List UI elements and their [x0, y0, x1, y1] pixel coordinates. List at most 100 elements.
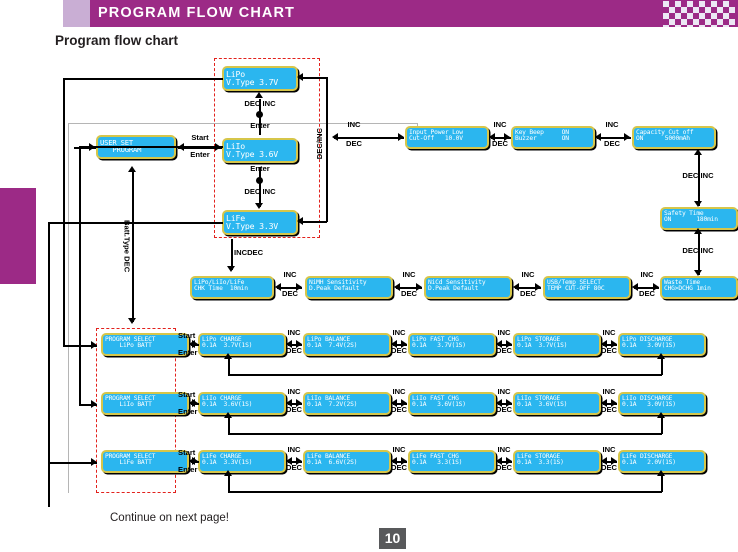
label-dec-life-charge: DEC: [285, 463, 303, 472]
node-line1: NiCd Sensitivity: [428, 279, 486, 286]
node-line2: LiIo BATT: [105, 401, 152, 409]
node-line2: ON 5000mAh: [636, 135, 690, 143]
node-line2: 0.1A 7.2V(2S): [307, 401, 358, 409]
arrow-left-nicd: [513, 283, 519, 291]
node-nimh-sensitivity[interactable]: NiMH Sensitivity D.Peak Default: [305, 276, 393, 299]
arrow-up-lipo-wrap-left: [224, 353, 232, 359]
node-lipo-charge[interactable]: LiPo CHARGE 0.1A 3.7V(1S): [198, 333, 286, 356]
label-dec-nimh: DEC: [400, 289, 418, 298]
node-lipo-fast-chg[interactable]: LiPo FAST CHG 0.1A 3.7V(1S): [408, 333, 496, 356]
arrow-up-life-wrap-left: [224, 470, 232, 476]
node-line1: LiFe DISCHARGE: [622, 453, 673, 460]
label-inc-keybeep: INC: [605, 120, 619, 129]
conn-type-loop-top: [300, 77, 327, 79]
node-line2: Buzzer ON: [515, 135, 569, 143]
node-line1: LiPo DISCHARGE: [622, 336, 673, 343]
node-chk-time[interactable]: LiPo/LiIo/LiFe CHK Time 10min: [190, 276, 274, 299]
arrow-left-liio-storage: [601, 399, 607, 407]
label-enter-userset: Enter: [190, 150, 210, 159]
life-wrap-bottom: [228, 491, 662, 493]
node-capacity-cutoff[interactable]: Capacity Cut off ON 5000mAh: [632, 126, 716, 149]
arrow-up-life-wrap-right: [657, 470, 665, 476]
conn-liio-balance-fast: [393, 403, 407, 405]
node-liio-balance[interactable]: LiIo BALANCE 0.1A 7.2V(2S): [303, 392, 391, 415]
node-life-balance[interactable]: LiFe BALANCE 0.1A 6.6V(2S): [303, 450, 391, 473]
conn-nicd-usbtemp: [515, 287, 541, 289]
label-dec-chktime: DEC: [281, 289, 299, 298]
node-liio-fast-chg[interactable]: LiIo FAST CHG 0.1A 3.6V(1S): [408, 392, 496, 415]
conn-life-storage-discharge: [603, 461, 617, 463]
arrow-up-lipo: [255, 92, 263, 98]
node-lipo-type[interactable]: LiPo V.Type 3.7V: [222, 66, 298, 91]
lipo-wrap-bottom: [228, 374, 662, 376]
node-line2: LiFe BATT: [105, 459, 152, 467]
node-safety-time[interactable]: Safety Time ON 180min: [660, 207, 738, 230]
life-wrap-left-vert: [228, 475, 230, 492]
label-enter-liio-row: Enter: [178, 407, 198, 416]
node-waste-time-right[interactable]: Waste Time CHG>DCHG 1min: [660, 276, 738, 299]
arrow-left-lipo-charge: [286, 340, 292, 348]
conn-liio-charge-balance: [288, 403, 302, 405]
arrow-left-life-charge: [286, 457, 292, 465]
arrow-left-lipo-balance: [391, 340, 397, 348]
node-life-discharge[interactable]: LiFe DISCHARGE 0.1A 2.0V(1S): [618, 450, 706, 473]
node-line2: 0.1A 3.6V(1S): [202, 401, 253, 409]
node-line2: CHK Time 10min: [194, 285, 248, 293]
node-life-storage[interactable]: LiFe STORAGE 0.1A 3.3(1S): [513, 450, 601, 473]
gray-frame-top: [68, 123, 418, 125]
node-lipo-discharge[interactable]: LiPo DISCHARGE 0.1A 3.0V(1S): [618, 333, 706, 356]
arrow-left-life-storage: [601, 457, 607, 465]
conn-liio-storage-discharge: [603, 403, 617, 405]
label-dec-lipo-storage: DEC: [600, 346, 618, 355]
node-line2: TEMP CUT-OFF 80C: [547, 285, 605, 293]
arrow-up-liio-wrap-left: [224, 412, 232, 418]
conn-keybeep-capacity: [597, 137, 631, 139]
node-life-fast-chg[interactable]: LiFe FAST CHG 0.1A 3.3(1S): [408, 450, 496, 473]
arrow-left-keybeep: [595, 133, 601, 141]
node-life-charge[interactable]: LiFe CHARGE 0.1A 3.3V(1S): [198, 450, 286, 473]
node-program-select-liio[interactable]: PROGRAM SELECT LiIo BATT: [101, 392, 189, 415]
arrow-right-usbtemp: [535, 283, 541, 291]
label-start-liio: Start: [178, 390, 196, 399]
node-life-type[interactable]: LiFe V.Type 3.3V: [222, 210, 298, 235]
feedback-life-type-to-select: [48, 462, 97, 464]
label-inc-chktime: INC: [283, 270, 297, 279]
liio-wrap-left-vert: [228, 417, 230, 434]
node-line2: 0.1A 3.0V(1S): [622, 401, 676, 409]
node-liio-type[interactable]: LiIo V.Type 3.6V: [222, 138, 298, 163]
arrow-right-life-balance: [296, 457, 302, 465]
label-dec-inc-lipo: DEC INC: [244, 99, 276, 108]
node-usb-temp-select[interactable]: USB/Temp SELECT TEMP CUT-OFF 80C: [543, 276, 631, 299]
arrow-right-life-charge: [192, 457, 198, 465]
arrow-up-capacity: [694, 149, 702, 155]
label-inc-nicd: INC: [521, 270, 535, 279]
node-line1: Key Beep ON: [515, 129, 569, 136]
node-line1: LiIo: [226, 141, 245, 151]
node-line2: Cut-Off 10.0V: [409, 135, 463, 143]
label-dec-inc-safety: DEC INC: [682, 171, 714, 180]
node-lipo-balance[interactable]: LiPo BALANCE 0.1A 7.4V(2S): [303, 333, 391, 356]
arrow-up-liio-wrap-right: [657, 412, 665, 418]
label-dec-usbtemp: DEC: [638, 289, 656, 298]
node-line2: 0.1A 3.6V(1S): [412, 401, 466, 409]
node-liio-storage[interactable]: LiIo STORAGE 0.1A 3.6V(1S): [513, 392, 601, 415]
conn-life-balance-fast: [393, 461, 407, 463]
node-program-select-life[interactable]: PROGRAM SELECT LiFe BATT: [101, 450, 189, 473]
label-inc-liio-chain: INC: [347, 120, 361, 129]
node-key-beep[interactable]: Key Beep ON Buzzer ON: [511, 126, 595, 149]
node-liio-charge[interactable]: LiIo CHARGE 0.1A 3.6V(1S): [198, 392, 286, 415]
arrow-right-select-life: [91, 458, 97, 466]
node-line2: 0.1A 3.3V(1S): [202, 459, 253, 467]
node-program-select-lipo[interactable]: PROGRAM SELECT LiPo BATT: [101, 333, 189, 356]
arrow-left-life-loop: [297, 217, 303, 225]
node-input-power-low[interactable]: Input Power Low Cut-Off 10.0V: [405, 126, 489, 149]
node-line2: 0.1A 3.3(1S): [412, 459, 463, 467]
node-nicd-sensitivity[interactable]: NiCd Sensitivity D.Peak Default: [424, 276, 512, 299]
node-lipo-storage[interactable]: LiPo STORAGE 0.1A 3.7V(1S): [513, 333, 601, 356]
arrow-left-lipo-loop: [297, 73, 303, 81]
node-line1: LiPo: [226, 69, 245, 79]
label-inc-usbtemp: INC: [640, 270, 654, 279]
feedback-outer-left-vert: [48, 222, 50, 507]
label-dec-liio-balance: DEC: [390, 405, 408, 414]
label-dec-inc-waste: DEC INC: [682, 246, 714, 255]
